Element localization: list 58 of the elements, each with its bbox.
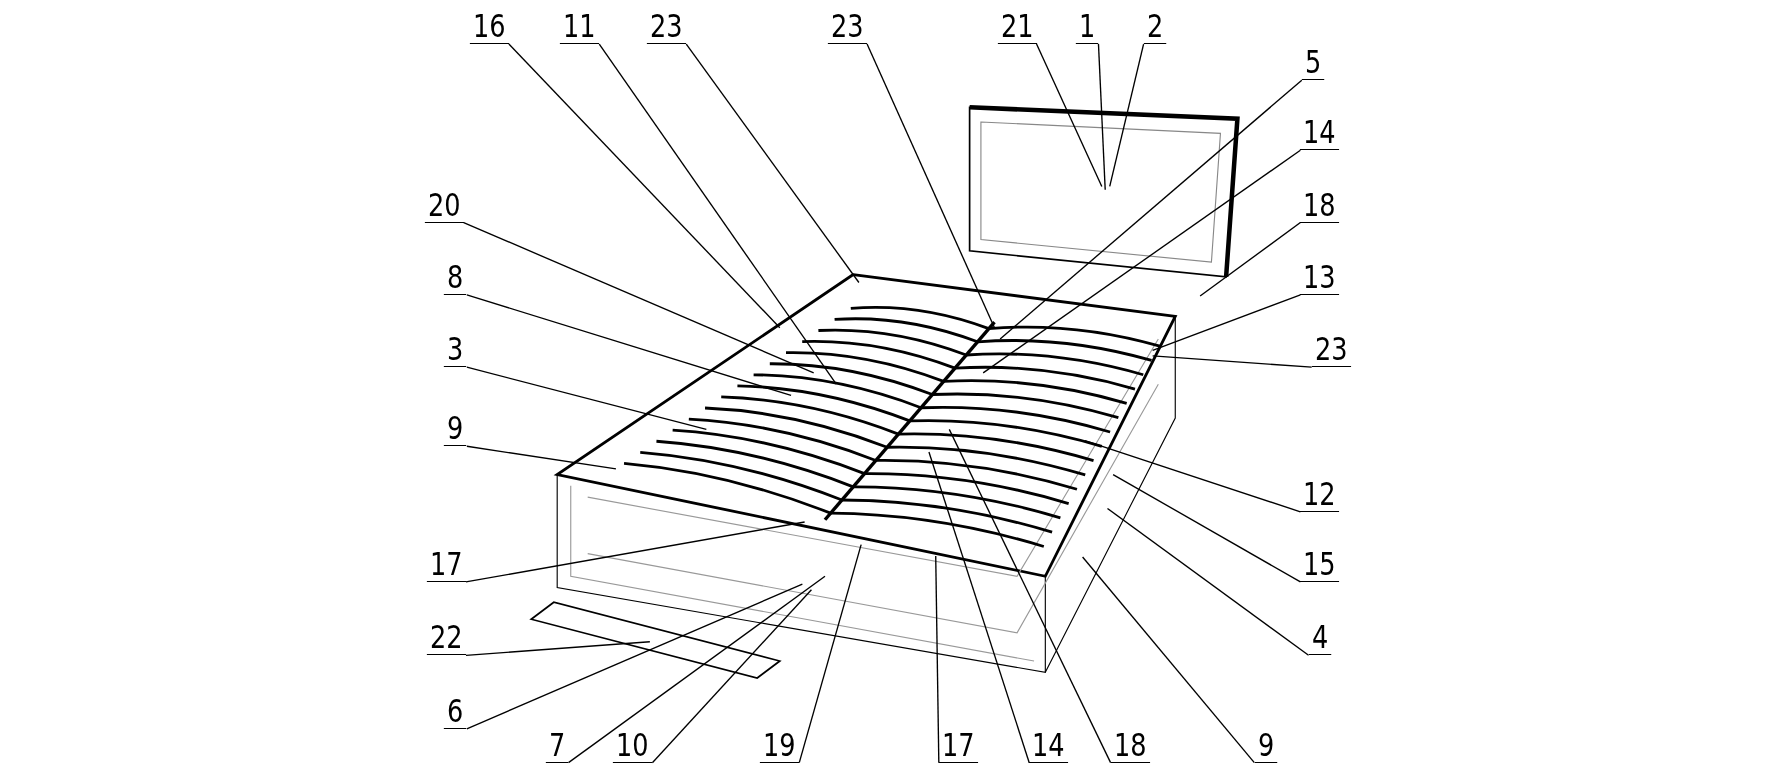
leader-line bbox=[567, 575, 826, 764]
leader-line bbox=[866, 43, 996, 329]
leader-line bbox=[948, 428, 1112, 764]
callout-number: 18 bbox=[1110, 727, 1150, 763]
callout-number: 9 bbox=[444, 411, 467, 447]
leader-line bbox=[1109, 43, 1145, 188]
callout-number: 20 bbox=[424, 187, 464, 223]
callout-number: 1 bbox=[1076, 9, 1099, 45]
leader-line bbox=[598, 43, 837, 385]
leader-line bbox=[982, 149, 1302, 374]
callout-number: 16 bbox=[469, 9, 509, 45]
callout-number: 23 bbox=[1311, 332, 1351, 368]
callout-number: 11 bbox=[560, 9, 600, 45]
callout-number: 10 bbox=[613, 727, 653, 763]
leader-line bbox=[651, 589, 813, 764]
callout-number: 4 bbox=[1308, 620, 1332, 656]
leader-line bbox=[999, 79, 1303, 340]
callout-number: 17 bbox=[426, 546, 466, 582]
leader-line bbox=[1035, 43, 1103, 188]
callout-number: 23 bbox=[827, 9, 867, 45]
leader-line bbox=[1112, 473, 1302, 583]
leader-line bbox=[1081, 556, 1255, 764]
callout-number: 12 bbox=[1300, 476, 1340, 512]
leader-line bbox=[465, 641, 651, 656]
leader-line bbox=[1152, 294, 1302, 351]
callout-number: 14 bbox=[1029, 727, 1069, 763]
leader-line bbox=[463, 221, 815, 374]
callout-number: 9 bbox=[1254, 727, 1278, 763]
leader-line bbox=[1106, 507, 1310, 656]
callout-number: 17 bbox=[938, 727, 978, 763]
callout-number: 13 bbox=[1300, 259, 1340, 295]
leader-line bbox=[928, 451, 1030, 764]
callout-number: 6 bbox=[444, 693, 467, 729]
callout-number: 7 bbox=[545, 727, 569, 763]
callout-number: 23 bbox=[647, 9, 687, 45]
callout-number: 5 bbox=[1302, 45, 1325, 81]
leader-line bbox=[465, 521, 806, 583]
leader-line bbox=[935, 555, 940, 764]
leader-line bbox=[466, 294, 792, 397]
leader-line bbox=[1152, 355, 1313, 368]
leader-line bbox=[1084, 440, 1302, 513]
leader-line bbox=[685, 43, 860, 284]
leader-line bbox=[508, 43, 781, 329]
callout-number: 2 bbox=[1143, 9, 1167, 45]
leader-line bbox=[466, 583, 804, 730]
callout-number: 8 bbox=[444, 259, 467, 295]
callout-number: 22 bbox=[426, 620, 466, 656]
leader-line bbox=[466, 366, 707, 431]
leader-line bbox=[466, 445, 617, 470]
callout-number: 21 bbox=[997, 9, 1037, 45]
leader-line bbox=[1097, 43, 1106, 191]
callout-number: 14 bbox=[1300, 115, 1340, 151]
leader-line bbox=[798, 543, 862, 764]
callout-number: 3 bbox=[444, 332, 467, 368]
callout-number: 19 bbox=[760, 727, 800, 763]
callout-number: 18 bbox=[1300, 187, 1340, 223]
leader-line bbox=[1199, 221, 1302, 297]
callout-number: 15 bbox=[1300, 546, 1340, 582]
